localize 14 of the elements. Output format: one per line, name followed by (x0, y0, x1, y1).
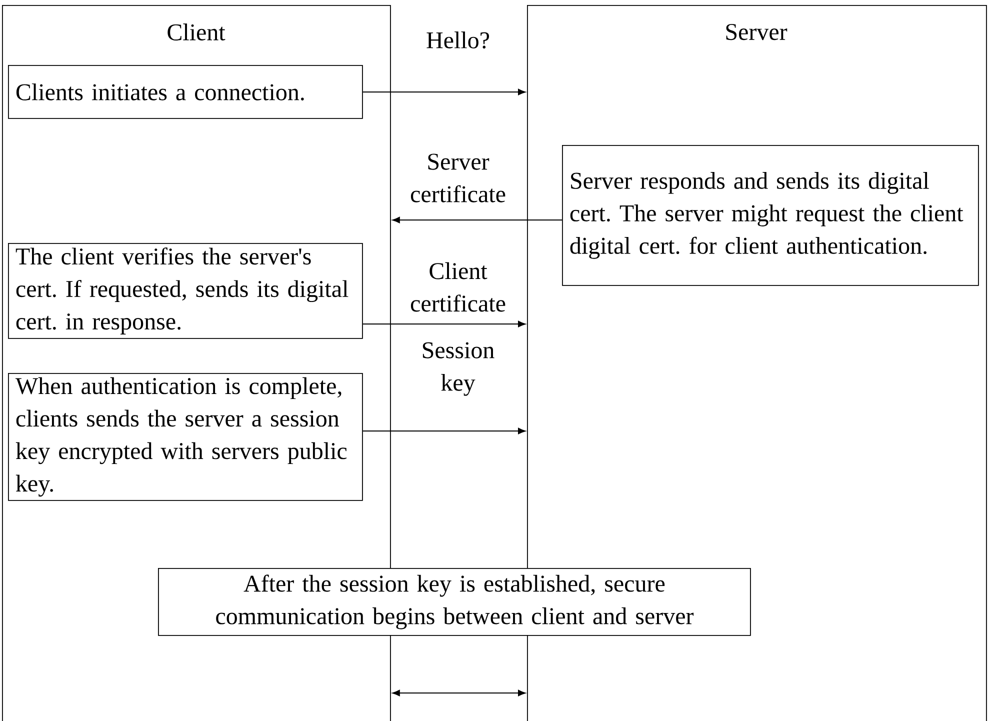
edge-label: Client certificate (410, 262, 506, 312)
text-box: Clients initiates a connection. (8, 65, 363, 119)
edge-label: Server certificate (410, 154, 506, 202)
text-box: Server responds and sends its digital cert. The server might request the client digital cert. for client authentication. (562, 145, 979, 286)
text-box: After the session key is established, secure communication begins between client and server (158, 568, 751, 636)
text-box: When authentication is complete, clients sends the server a session key encrypted with servers public key. (8, 373, 363, 501)
edge-label: Session key (422, 342, 494, 396)
arrow (362, 428, 526, 434)
arrow (362, 320, 526, 328)
arrow (392, 690, 526, 696)
arrow (362, 88, 526, 96)
arrow (392, 216, 562, 224)
edge-label: Hello? (426, 32, 489, 48)
text-box: The client verifies the server's cert. If requested, sends its digital cert. in response. (8, 243, 363, 339)
